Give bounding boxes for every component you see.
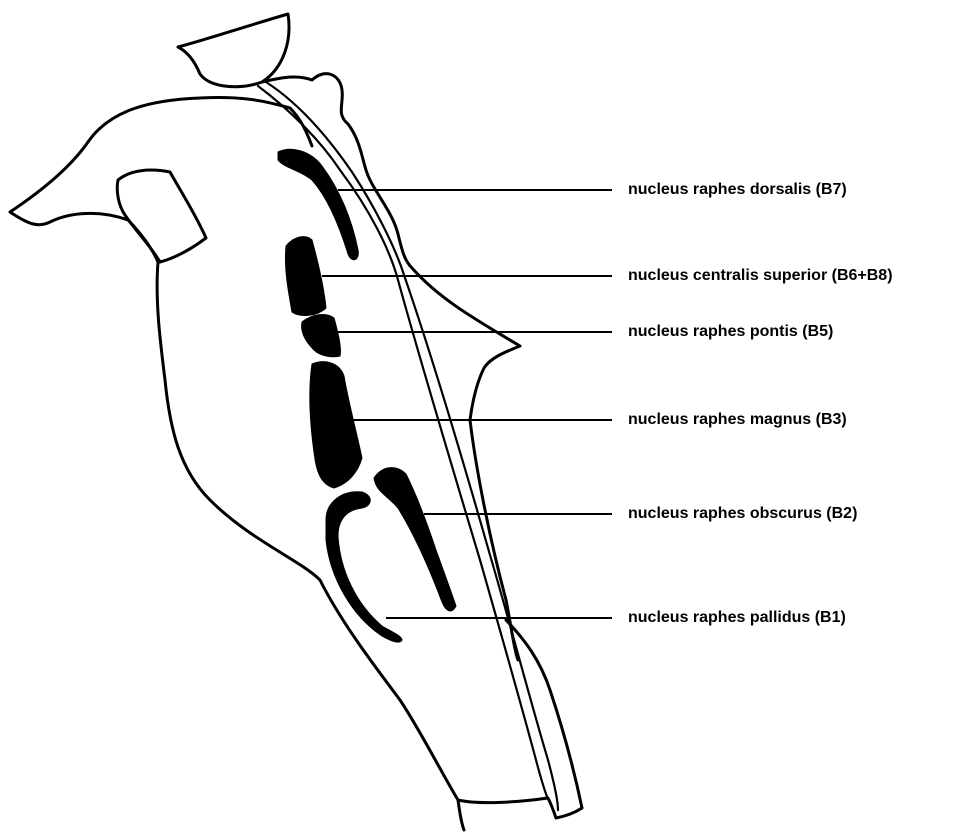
canal-line-inner xyxy=(258,86,548,798)
label-nucleus-raphes-pallidus: nucleus raphes pallidus (B1) xyxy=(628,608,846,628)
label-nucleus-centralis-superior: nucleus centralis superior (B6+B8) xyxy=(628,266,893,286)
peduncle-outline xyxy=(117,170,206,262)
label-nucleus-raphes-pontis: nucleus raphes pontis (B5) xyxy=(628,322,833,342)
nucleus-b5-shape xyxy=(302,315,341,357)
nucleus-b2-shape xyxy=(374,468,456,611)
label-nucleus-raphes-dorsalis: nucleus raphes dorsalis (B7) xyxy=(628,180,847,200)
label-nucleus-raphes-obscurus: nucleus raphes obscurus (B2) xyxy=(628,504,857,524)
brainstem-outer-contour xyxy=(10,97,464,830)
nucleus-b1-shape xyxy=(326,492,402,642)
canal-line-outer xyxy=(266,82,558,810)
nucleus-b6b8-shape xyxy=(285,237,326,316)
pineal-outline xyxy=(178,14,289,87)
label-nucleus-raphes-magnus: nucleus raphes magnus (B3) xyxy=(628,410,847,430)
caudal-edge xyxy=(458,798,582,818)
nucleus-b3-shape xyxy=(310,362,362,488)
